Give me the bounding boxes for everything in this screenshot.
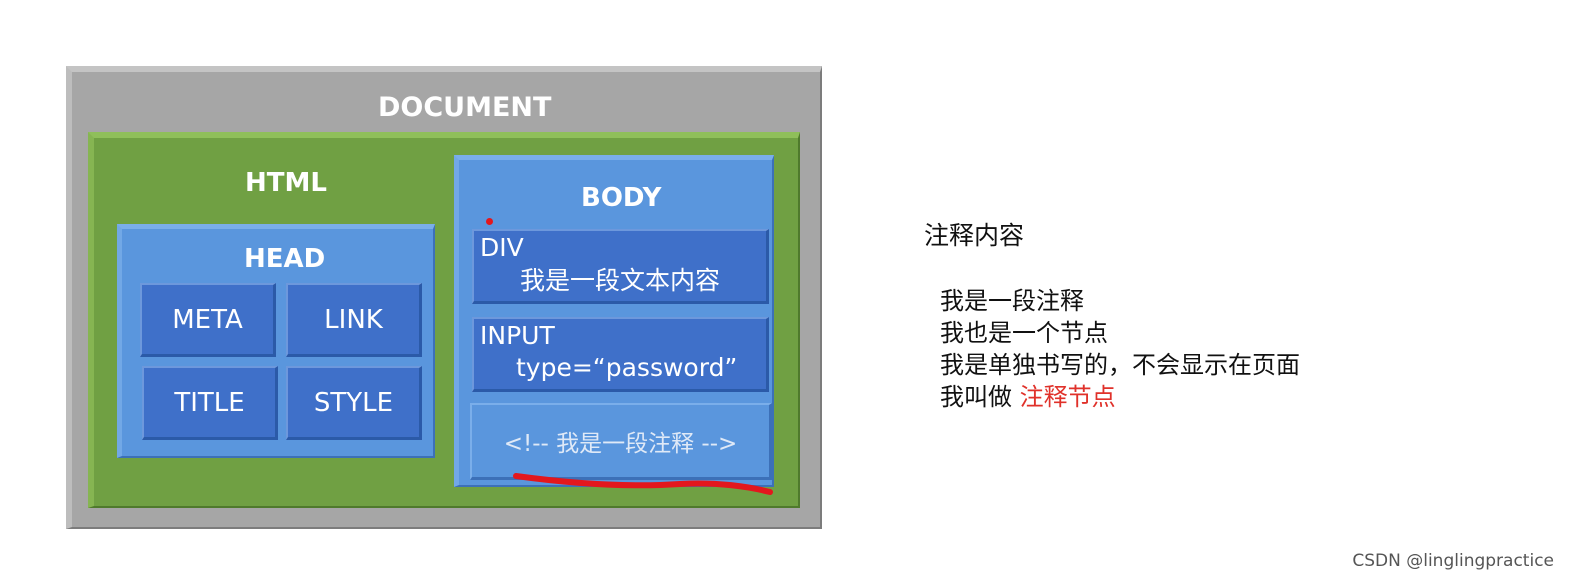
meta-label: META bbox=[172, 304, 243, 335]
head-label: HEAD bbox=[244, 244, 326, 274]
link-label: LINK bbox=[324, 304, 383, 335]
title-label: TITLE bbox=[174, 387, 245, 418]
notes-line-2: 我也是一个节点 bbox=[940, 319, 1108, 347]
notes-line-3: 我是单独书写的，不会显示在页面 bbox=[940, 351, 1300, 379]
div-tile: DIV 我是一段文本内容 bbox=[472, 229, 769, 304]
style-tile: STYLE bbox=[286, 366, 422, 440]
div-tag: DIV bbox=[480, 233, 524, 262]
comment-tile: <!-- 我是一段注释 --> bbox=[470, 403, 772, 480]
document-label: DOCUMENT bbox=[378, 92, 552, 123]
input-tag: INPUT bbox=[480, 321, 555, 350]
comment-text: <!-- 我是一段注释 --> bbox=[503, 431, 738, 457]
body-label: BODY bbox=[581, 183, 662, 213]
html-label: HTML bbox=[245, 168, 327, 198]
notes-last-highlight: 注释节点 bbox=[1019, 383, 1116, 411]
input-tile: INPUT type=“password” bbox=[472, 317, 769, 392]
notes-line-1: 我是一段注释 bbox=[940, 287, 1084, 315]
meta-tile: META bbox=[140, 283, 276, 357]
title-tile: TITLE bbox=[142, 366, 278, 440]
watermark: CSDN @linglingpractice bbox=[1352, 551, 1554, 571]
style-label: STYLE bbox=[313, 387, 394, 418]
notes-title: 注释内容 bbox=[924, 221, 1025, 250]
input-attribute: type=“password” bbox=[516, 353, 738, 382]
notes-last-prefix: 我叫做 bbox=[940, 383, 1012, 411]
div-content: 我是一段文本内容 bbox=[520, 266, 721, 295]
notes-line-4: 我叫做 注释节点 bbox=[940, 377, 1116, 412]
pointer-dot bbox=[486, 218, 493, 225]
link-tile: LINK bbox=[286, 283, 422, 357]
